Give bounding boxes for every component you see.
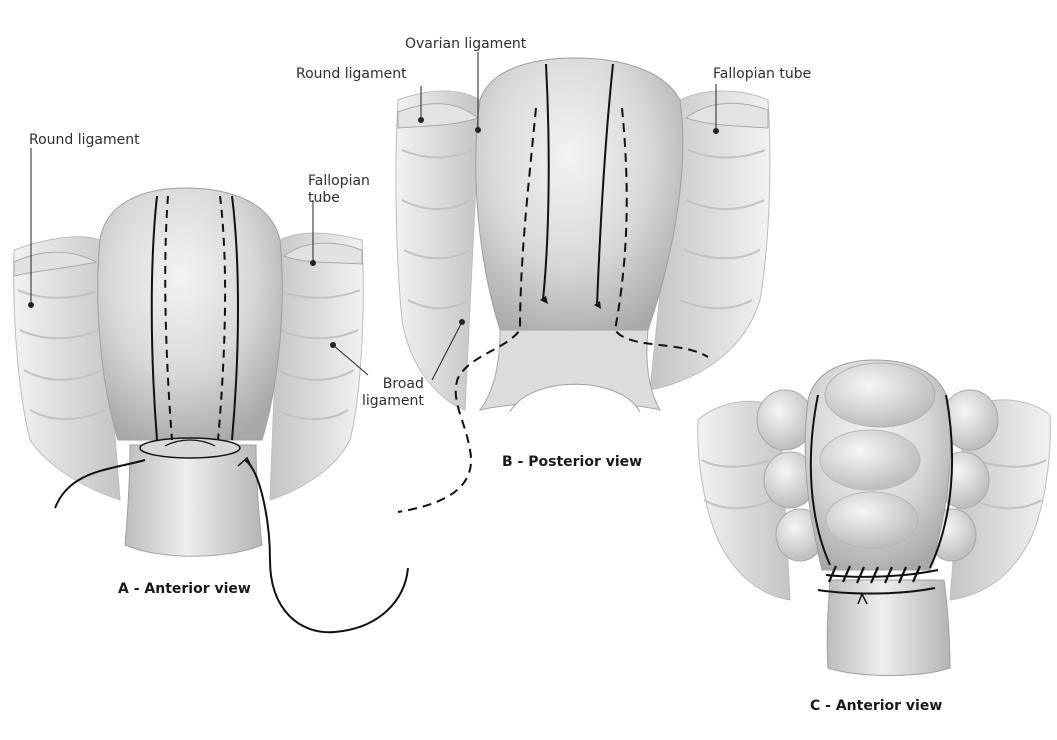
figure-c: [698, 360, 1051, 676]
label-a-fallopian-tube-line1: Fallopian: [308, 173, 370, 190]
a-suture-right: [245, 460, 408, 632]
label-b-round-ligament: Round ligament: [296, 66, 407, 83]
label-broad-ligament-line2: ligament: [362, 393, 424, 410]
label-a-round-ligament: Round ligament: [29, 132, 140, 149]
label-b-fallopian-tube: Fallopian tube: [713, 66, 811, 83]
a-broad-ligament-right: [270, 233, 363, 500]
figure-a: [14, 148, 408, 632]
label-a-fallopian-tube: Fallopian tube: [308, 173, 370, 207]
caption-b: B - Posterior view: [502, 454, 642, 470]
a-cervix: [125, 445, 262, 556]
label-b-ovarian-ligament: Ovarian ligament: [405, 36, 526, 53]
a-uterus-body: [98, 188, 283, 440]
label-broad-ligament: Broad ligament: [362, 376, 424, 410]
b-uterus-body: [476, 58, 683, 338]
caption-a: A - Anterior view: [118, 581, 251, 597]
caption-c: C - Anterior view: [810, 698, 942, 714]
label-broad-ligament-line1: Broad: [362, 376, 424, 393]
c-cervix: [827, 580, 950, 676]
label-a-fallopian-tube-line2: tube: [308, 190, 370, 207]
a-incision-opening: [140, 438, 240, 458]
